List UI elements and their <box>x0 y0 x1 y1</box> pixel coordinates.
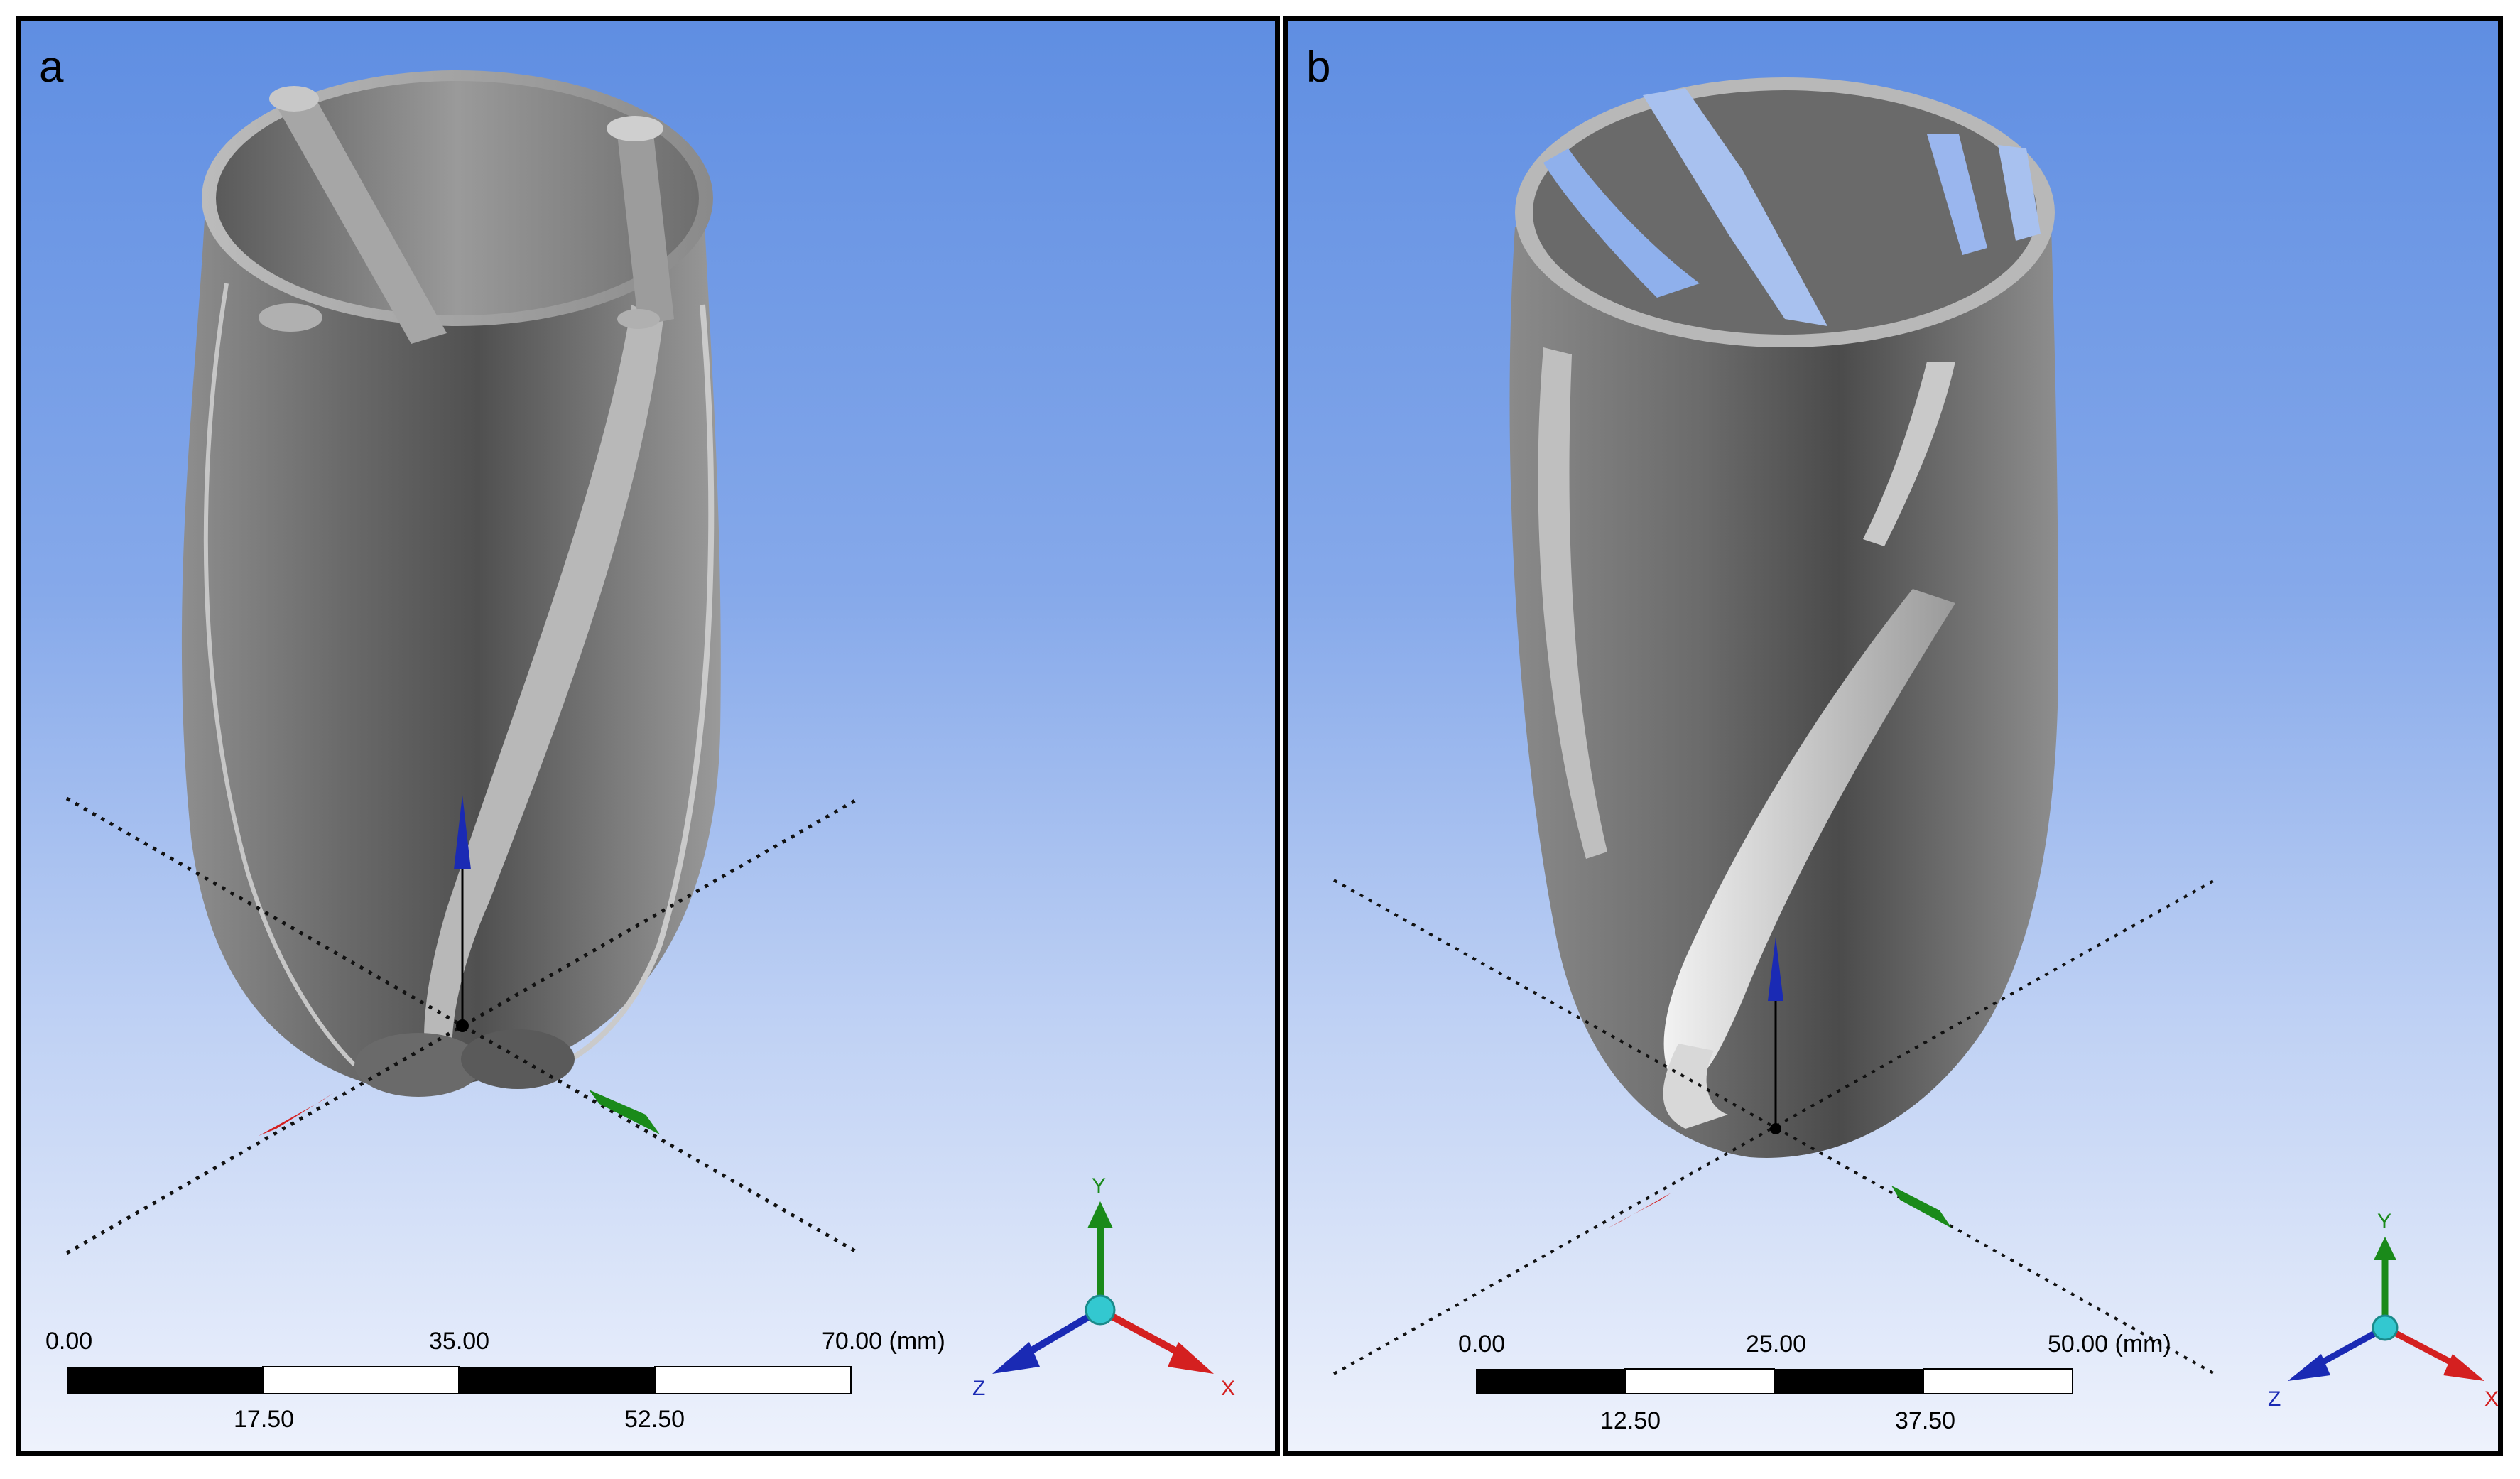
triad-z-label: Z <box>2268 1387 2281 1411</box>
scale-tick-label: 12.50 <box>1600 1407 1661 1434</box>
triad-y-label: Y <box>1092 1174 1106 1198</box>
scale-bar-a: 0.00 35.00 70.00 (mm) 17.50 52.50 <box>45 1328 945 1433</box>
axis-z-arrow <box>589 1090 660 1134</box>
scale-tick-label: 52.50 <box>624 1406 685 1433</box>
model-viewport[interactable]: 0.00 35.00 70.00 (mm) 17.50 52.50 Y X Z <box>21 21 1275 1451</box>
axis-y-arrow <box>454 795 471 869</box>
scale-tick-label: 17.50 <box>234 1406 294 1433</box>
scale-tick-label: 35.00 <box>429 1328 489 1355</box>
scale-tick-label: 70.00 (mm) <box>822 1328 945 1355</box>
scale-tick-label: 50.00 (mm) <box>2048 1331 2171 1358</box>
turbine-model-a <box>181 70 721 1097</box>
panel-label: b <box>1306 43 1331 92</box>
triad-z-label: Z <box>972 1377 985 1400</box>
global-axes-a <box>65 795 860 1255</box>
viewport-panel-b[interactable]: b <box>1283 16 2503 1456</box>
scale-tick-label: 0.00 <box>1458 1331 1505 1358</box>
panel-label: a <box>39 43 64 92</box>
axis-y-arrow <box>1768 937 1783 1001</box>
axis-x-arrow <box>259 1093 333 1136</box>
orientation-triad-a[interactable]: Y X Z <box>972 1174 1235 1400</box>
triad-x-label: X <box>2484 1387 2498 1411</box>
axis-z-arrow <box>1891 1186 1952 1228</box>
global-axes-b <box>1333 879 2215 1375</box>
orientation-triad-b[interactable]: Y X Z <box>2268 1210 2498 1411</box>
model-viewport[interactable]: 0.00 25.00 50.00 (mm) 12.50 37.50 Y X Z <box>1288 21 2498 1451</box>
scale-tick-label: 0.00 <box>45 1328 92 1355</box>
viewport-panel-a[interactable]: a <box>16 16 1280 1456</box>
axis-x-arrow <box>1607 1193 1671 1228</box>
scale-bar-b: 0.00 25.00 50.00 (mm) 12.50 37.50 <box>1458 1331 2171 1434</box>
scale-tick-label: 37.50 <box>1895 1407 1955 1434</box>
triad-y-label: Y <box>2377 1210 2391 1233</box>
turbine-model-b <box>1509 77 2058 1158</box>
triad-x-label: X <box>1221 1377 1235 1400</box>
scale-tick-label: 25.00 <box>1746 1331 1806 1358</box>
